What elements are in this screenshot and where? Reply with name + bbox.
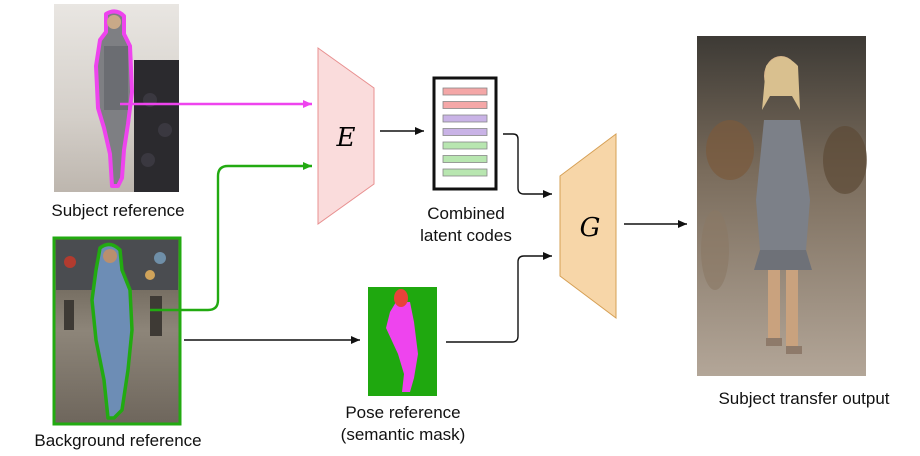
latent-to-generator-arrow — [503, 133, 552, 198]
latent-code-row — [442, 128, 488, 136]
background-to-encoder-arrow — [150, 162, 312, 312]
pose-reference-label-line1: Pose reference — [345, 403, 461, 422]
pose-reference-label: Pose reference (semantic mask) — [322, 402, 484, 446]
latent-code-row — [442, 114, 488, 123]
pose-reference-label-line2: (semantic mask) — [340, 425, 466, 444]
latent-code-row — [442, 141, 488, 150]
subject-transfer-output-label: Subject transfer output — [718, 389, 890, 408]
latent-code-row — [442, 87, 488, 96]
latent-code-row — [442, 168, 488, 177]
combined-latent-codes — [432, 76, 498, 191]
subject-reference-photo — [54, 4, 179, 192]
latent-code-row — [442, 155, 488, 163]
latent-code-row — [442, 101, 488, 109]
pose-reference-mask — [368, 287, 437, 396]
background-reference-label: Background reference — [34, 431, 202, 450]
encoder-symbol: E — [336, 123, 356, 153]
combined-latent-codes-label: Combined latent codes — [404, 203, 528, 247]
encoder-block — [317, 47, 375, 225]
generator-symbol: G — [580, 213, 601, 243]
generator-block — [559, 133, 617, 319]
background-reference-photo — [52, 236, 182, 426]
subject-reference-label: Subject reference — [51, 201, 185, 220]
mask-to-generator-arrow — [446, 252, 552, 343]
combined-latent-codes-label-line2: latent codes — [420, 226, 512, 245]
combined-latent-codes-label-line1: Combined — [427, 204, 505, 223]
subject-transfer-output-photo — [697, 36, 867, 376]
